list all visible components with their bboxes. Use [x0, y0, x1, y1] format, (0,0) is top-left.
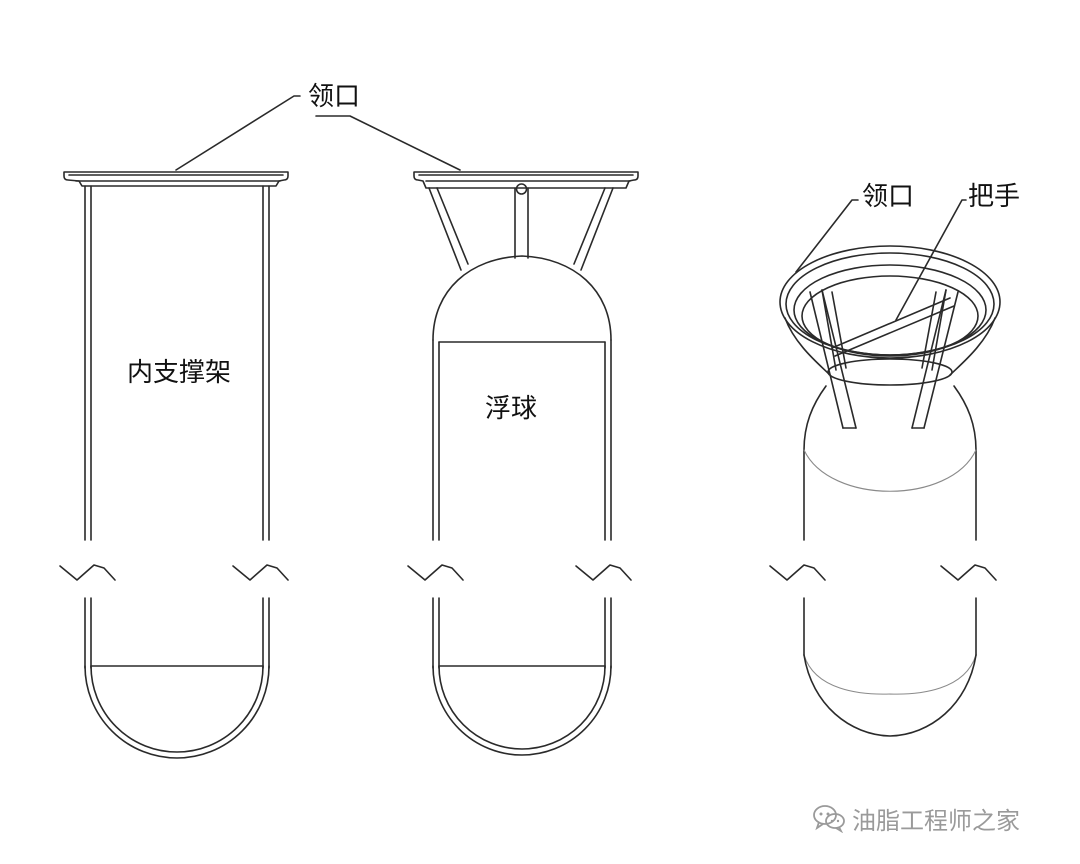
leader-line-handle — [895, 199, 967, 321]
break-mark — [407, 564, 464, 581]
break-mark — [940, 564, 997, 581]
break-mark — [769, 564, 826, 581]
left-bottom-dome — [84, 665, 270, 759]
label-inner-support-frame: 内支撑架 — [127, 358, 232, 388]
watermark-text: 油脂工程师之家 — [852, 806, 1020, 835]
label-neck-left: 领口 — [308, 82, 361, 112]
label-neck-right: 领口 — [862, 182, 915, 212]
float-bottom-dome — [432, 665, 612, 756]
handle-bar — [831, 297, 955, 357]
middle-collar — [413, 171, 639, 189]
perspective-assembly — [769, 199, 1001, 737]
leader-line-neck-right — [795, 199, 859, 273]
break-mark — [59, 564, 116, 581]
float-assembly — [315, 115, 639, 756]
label-handle: 把手 — [968, 182, 1021, 212]
perspective-bottom-dome — [803, 654, 977, 737]
left-collar — [63, 171, 289, 187]
wechat-icon — [813, 805, 845, 833]
break-mark — [232, 564, 289, 581]
leader-line-neck-left — [175, 95, 301, 171]
watermark: 油脂工程师之家 — [812, 800, 1020, 836]
inner-support-frame — [59, 95, 301, 759]
float-ball-dome — [432, 255, 612, 341]
break-mark — [575, 564, 632, 581]
leader-line-neck-middle — [315, 115, 461, 171]
label-float-ball: 浮球 — [485, 394, 538, 424]
